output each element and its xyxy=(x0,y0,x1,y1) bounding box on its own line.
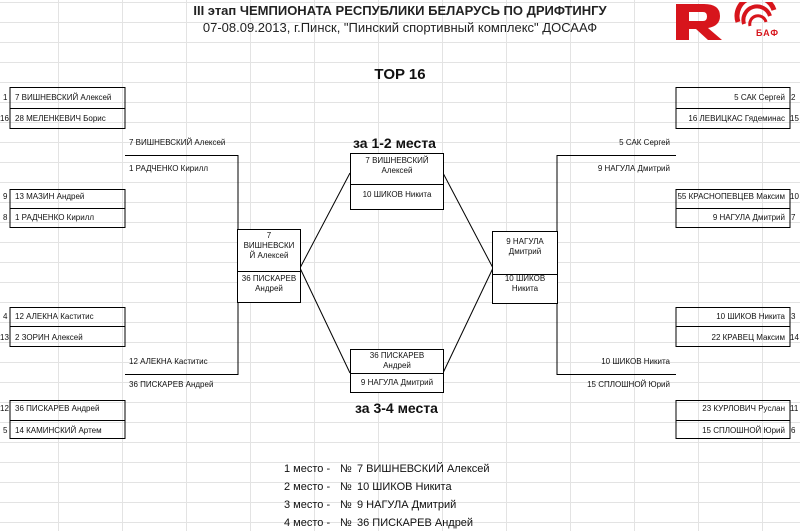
final-entry: Алексей xyxy=(381,166,413,175)
page-title: III этап ЧЕМПИОНАТА РЕСПУБЛИКИ БЕЛАРУСЬ … xyxy=(193,3,607,18)
semifinal-entry: ВИШНЕВСКИ xyxy=(243,241,295,250)
bracket-entry: 14 КАМИНСКИЙ Артем xyxy=(15,426,102,435)
semifinal-entry: 9 НАГУЛА xyxy=(506,237,544,246)
bracket-entry: 1 РАДЧЕНКО Кирилл xyxy=(129,164,209,173)
final-entry: 7 ВИШНЕВСКИЙ xyxy=(365,156,429,165)
semifinal-entry: 10 ШИКОВ xyxy=(504,274,546,283)
baf-logo-icon xyxy=(734,2,777,27)
result-num: № xyxy=(340,499,352,511)
final-entry: 10 ШИКОВ Никита xyxy=(362,190,432,199)
semifinal-entry: Дмитрий xyxy=(508,247,542,256)
bronze-entry: 36 ПИСКАРЕВ xyxy=(369,351,425,360)
result-num: № xyxy=(340,517,352,529)
seed-number: 12 xyxy=(0,404,9,413)
bracket-entry: 55 КРАСНОПЕВЦЕВ Максим xyxy=(677,192,785,201)
seed-number: 13 xyxy=(0,333,9,342)
bracket-entry: 9 НАГУЛА Дмитрий xyxy=(712,213,785,222)
bracket-entry: 36 ПИСКАРЕВ Андрей xyxy=(129,380,214,389)
seed-number: 2 xyxy=(791,93,796,102)
final-label: за 1-2 места xyxy=(353,135,436,151)
semifinal-box-left: 7 ВИШНЕВСКИ Й Алексей 36 ПИСКАРЕВ Андрей xyxy=(237,229,301,303)
bronze-entry: 9 НАГУЛА Дмитрий xyxy=(360,378,434,387)
seed-number: 1 xyxy=(3,93,8,102)
bracket-entry: 36 ПИСКАРЕВ Андрей xyxy=(15,404,100,413)
bracket-entry: 7 ВИШНЕВСКИЙ Алексей xyxy=(15,93,112,102)
bronze-box: 36 ПИСКАРЕВ Андрей 9 НАГУЛА Дмитрий xyxy=(350,349,444,393)
result-name: 36 ПИСКАРЕВ Андрей xyxy=(357,517,474,529)
bracket-entry: 15 СПЛОШНОЙ Юрий xyxy=(702,426,785,435)
bracket-entry: 12 АЛЕКНА Каститис xyxy=(15,312,94,321)
bracket-entry: 10 ШИКОВ Никита xyxy=(601,357,670,366)
seed-number: 11 xyxy=(790,404,799,413)
bracket-entry: 22 КРАВЕЦ Максим xyxy=(711,333,786,342)
seed-number: 4 xyxy=(3,312,8,321)
bracket-entry: 7 ВИШНЕВСКИЙ Алексей xyxy=(129,138,226,147)
result-num: № xyxy=(340,463,352,475)
result-place: 2 место - xyxy=(284,481,331,493)
bracket-entry: 2 ЗОРИН Алексей xyxy=(15,333,83,342)
bracket-entry: 10 ШИКОВ Никита xyxy=(716,312,785,321)
semifinal-entry: Й Алексей xyxy=(249,251,289,260)
seed-number: 9 xyxy=(3,192,8,201)
seed-number: 8 xyxy=(3,213,8,222)
r-logo-icon xyxy=(676,4,722,40)
bracket-entry: 16 ЛЕВИЦКАС Гядеминас xyxy=(688,114,785,123)
seed-number: 5 xyxy=(3,426,8,435)
seed-number: 3 xyxy=(791,312,796,321)
semifinal-entry: Никита xyxy=(511,284,539,293)
seed-number: 10 xyxy=(790,192,799,201)
result-num: № xyxy=(340,481,352,493)
semifinal-entry: 36 ПИСКАРЕВ xyxy=(241,274,297,283)
result-name: 7 ВИШНЕВСКИЙ Алексей xyxy=(357,463,490,475)
result-name: 9 НАГУЛА Дмитрий xyxy=(357,499,457,511)
baf-logo-text: БАФ xyxy=(756,28,780,38)
bronze-label: за 3-4 места xyxy=(355,400,438,416)
final-box: 7 ВИШНЕВСКИЙ Алексей 10 ШИКОВ Никита xyxy=(350,153,444,210)
bracket-entry: 15 СПЛОШНОЙ Юрий xyxy=(587,380,670,389)
bracket-entry: 1 РАДЧЕНКО Кирилл xyxy=(15,213,95,222)
bracket-entry: 5 САК Сергей xyxy=(734,93,785,102)
bracket-title: TOP 16 xyxy=(374,66,426,83)
seed-number: 14 xyxy=(790,333,799,342)
result-place: 4 место - xyxy=(284,517,331,529)
bracket-entry: 5 САК Сергей xyxy=(619,138,670,147)
bracket-entry: 28 МЕЛЕНКЕВИЧ Борис xyxy=(15,114,106,123)
bracket-entry: 9 НАГУЛА Дмитрий xyxy=(597,164,670,173)
seed-number: 16 xyxy=(0,114,9,123)
bronze-entry: Андрей xyxy=(383,361,411,370)
seed-number: 15 xyxy=(790,114,799,123)
bracket-entry: 23 КУРЛОВИЧ Руслан xyxy=(702,404,785,413)
result-place: 3 место - xyxy=(284,499,331,511)
semifinal-entry: 7 xyxy=(266,231,272,240)
result-place: 1 место - xyxy=(284,463,331,475)
seed-number: 6 xyxy=(791,426,796,435)
bracket-entry: 13 МАЗИН Андрей xyxy=(15,192,85,201)
result-name: 10 ШИКОВ Никита xyxy=(357,481,452,493)
semifinal-box-right: 9 НАГУЛА Дмитрий 10 ШИКОВ Никита xyxy=(492,231,558,304)
semifinal-entry: Андрей xyxy=(255,284,283,293)
seed-number: 7 xyxy=(791,213,796,222)
bracket-entry: 12 АЛЕКНА Каститис xyxy=(129,357,208,366)
page-subtitle: 07-08.09.2013, г.Пинск, "Пинский спортив… xyxy=(202,20,598,35)
